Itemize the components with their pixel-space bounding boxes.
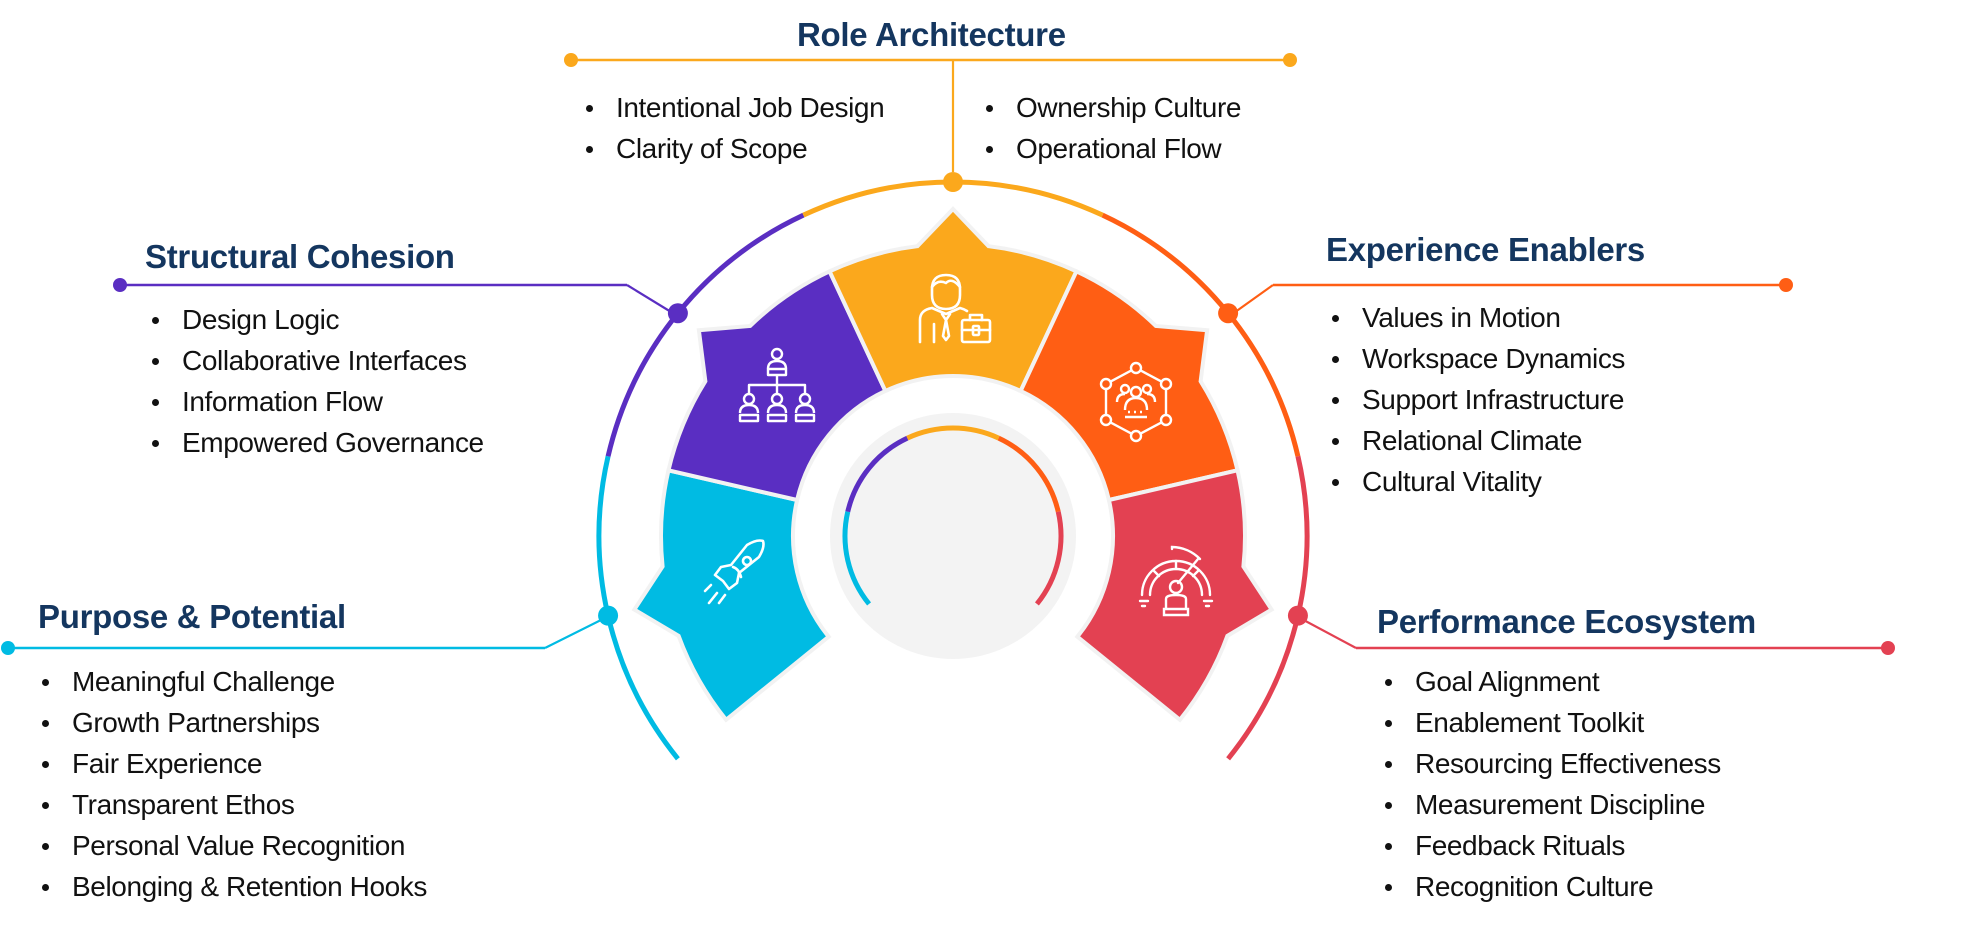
connector-lines xyxy=(1,53,1895,655)
role-architecture-title: Role Architecture xyxy=(797,16,1066,53)
inner-ring xyxy=(842,425,1064,606)
list-item-text: Intentional Job Design xyxy=(616,92,885,123)
list-item-text: Belonging & Retention Hooks xyxy=(72,871,427,902)
list-item-text: Support Infrastructure xyxy=(1362,384,1624,415)
list-item: Collaborative Interfaces xyxy=(152,340,484,381)
performance-gauge-icon xyxy=(1138,545,1214,617)
list-item-text: Operational Flow xyxy=(1016,133,1222,164)
experience-callout-dot xyxy=(1779,278,1793,292)
experience-leader-line xyxy=(1230,284,1274,316)
list-item-text: Measurement Discipline xyxy=(1415,789,1705,820)
role-petal xyxy=(826,206,1080,394)
list-item: Transparent Ethos xyxy=(42,784,427,825)
performance-ecosystem-list: Goal Alignment Enablement Toolkit Resour… xyxy=(1385,661,1721,907)
list-item: Relational Climate xyxy=(1332,420,1625,461)
list-item: Support Infrastructure xyxy=(1332,379,1625,420)
list-item: Design Logic xyxy=(152,299,484,340)
list-item-text: Personal Value Recognition xyxy=(72,830,406,861)
performance-callout-dot xyxy=(1881,641,1895,655)
list-item: Workspace Dynamics xyxy=(1332,338,1625,379)
list-item: Enablement Toolkit xyxy=(1385,702,1721,743)
rocket-icon xyxy=(703,539,765,605)
ring-nodes xyxy=(598,172,1308,626)
list-item-text: Empowered Governance xyxy=(182,427,484,458)
org-chart-icon xyxy=(738,347,816,423)
list-item-text: Workspace Dynamics xyxy=(1362,343,1626,374)
experience-petal xyxy=(1017,268,1240,503)
list-item-text: Clarity of Scope xyxy=(616,133,808,164)
structural-callout-dot xyxy=(113,278,127,292)
structural-cohesion-list: Design Logic Collaborative Interfaces In… xyxy=(152,299,484,463)
list-item: Empowered Governance xyxy=(152,422,484,463)
list-item: Cultural Vitality xyxy=(1332,461,1625,502)
list-item: Growth Partnerships xyxy=(42,702,427,743)
purpose-ring-node xyxy=(598,605,619,626)
role-ring-node xyxy=(943,172,963,192)
list-item-text: Meaningful Challenge xyxy=(72,666,335,697)
experience-inner-arc xyxy=(997,435,1061,513)
list-item: Ownership Culture xyxy=(986,87,1241,128)
role-architecture-list-right: Ownership Culture Operational Flow xyxy=(986,87,1241,169)
role-inner-arc xyxy=(906,425,1000,441)
role-callout-dot xyxy=(1283,53,1297,67)
structural-inner-arc xyxy=(845,435,909,513)
experience-enablers-title: Experience Enablers xyxy=(1326,231,1645,268)
list-item: Belonging & Retention Hooks xyxy=(42,866,427,907)
role-callout-dot xyxy=(564,53,578,67)
list-item: Values in Motion xyxy=(1332,297,1625,338)
structural-leader-line xyxy=(626,284,677,316)
purpose-callout-dot xyxy=(1,641,15,655)
list-item-text: Recognition Culture xyxy=(1415,871,1654,902)
list-item: Clarity of Scope xyxy=(586,128,884,169)
experience-ring-node xyxy=(1218,303,1239,324)
list-item-text: Enablement Toolkit xyxy=(1415,707,1644,738)
performance-ring-node xyxy=(1287,605,1308,626)
list-item-text: Values in Motion xyxy=(1362,302,1561,333)
list-item-text: Relational Climate xyxy=(1362,425,1583,456)
purpose-potential-list: Meaningful Challenge Growth Partnerships… xyxy=(42,661,427,907)
purpose-leader-line xyxy=(544,616,608,649)
list-item-text: Collaborative Interfaces xyxy=(182,345,467,376)
list-item-text: Ownership Culture xyxy=(1016,92,1242,123)
list-item-text: Resourcing Effectiveness xyxy=(1415,748,1721,779)
role-architecture-list-left: Intentional Job Design Clarity of Scope xyxy=(586,87,885,169)
list-item-text: Growth Partnerships xyxy=(72,707,320,738)
list-item-text: Design Logic xyxy=(182,304,340,335)
list-item-text: Fair Experience xyxy=(72,748,263,779)
list-item: Measurement Discipline xyxy=(1385,784,1721,825)
performance-ecosystem-title: Performance Ecosystem xyxy=(1377,603,1756,640)
experience-enablers-list: Values in Motion Workspace Dynamics Supp… xyxy=(1332,297,1625,502)
list-item-text: Goal Alignment xyxy=(1415,666,1600,697)
list-item: Operational Flow xyxy=(986,128,1241,169)
list-item: Recognition Culture xyxy=(1385,866,1721,907)
team-network-icon xyxy=(1099,361,1173,443)
list-item: Meaningful Challenge xyxy=(42,661,427,702)
list-item: Goal Alignment xyxy=(1385,661,1721,702)
structural-cohesion-title: Structural Cohesion xyxy=(145,238,455,275)
structural-ring-node xyxy=(667,303,688,324)
list-item: Resourcing Effectiveness xyxy=(1385,743,1721,784)
list-item-text: Information Flow xyxy=(182,386,383,417)
performance-leader-line xyxy=(1297,616,1357,649)
list-item-text: Cultural Vitality xyxy=(1362,466,1542,497)
inner-disc xyxy=(830,413,1076,659)
list-item: Fair Experience xyxy=(42,743,427,784)
list-item: Intentional Job Design xyxy=(586,87,885,128)
businessperson-briefcase-icon xyxy=(918,273,992,344)
purpose-potential-title: Purpose & Potential xyxy=(38,598,346,635)
list-item: Information Flow xyxy=(152,381,484,422)
purpose-petal xyxy=(631,467,832,723)
list-item: Feedback Rituals xyxy=(1385,825,1721,866)
purpose-inner-arc xyxy=(842,511,872,606)
list-item-text: Transparent Ethos xyxy=(72,789,295,820)
list-item: Personal Value Recognition xyxy=(42,825,427,866)
performance-inner-arc xyxy=(1034,511,1064,606)
list-item-text: Feedback Rituals xyxy=(1415,830,1625,861)
